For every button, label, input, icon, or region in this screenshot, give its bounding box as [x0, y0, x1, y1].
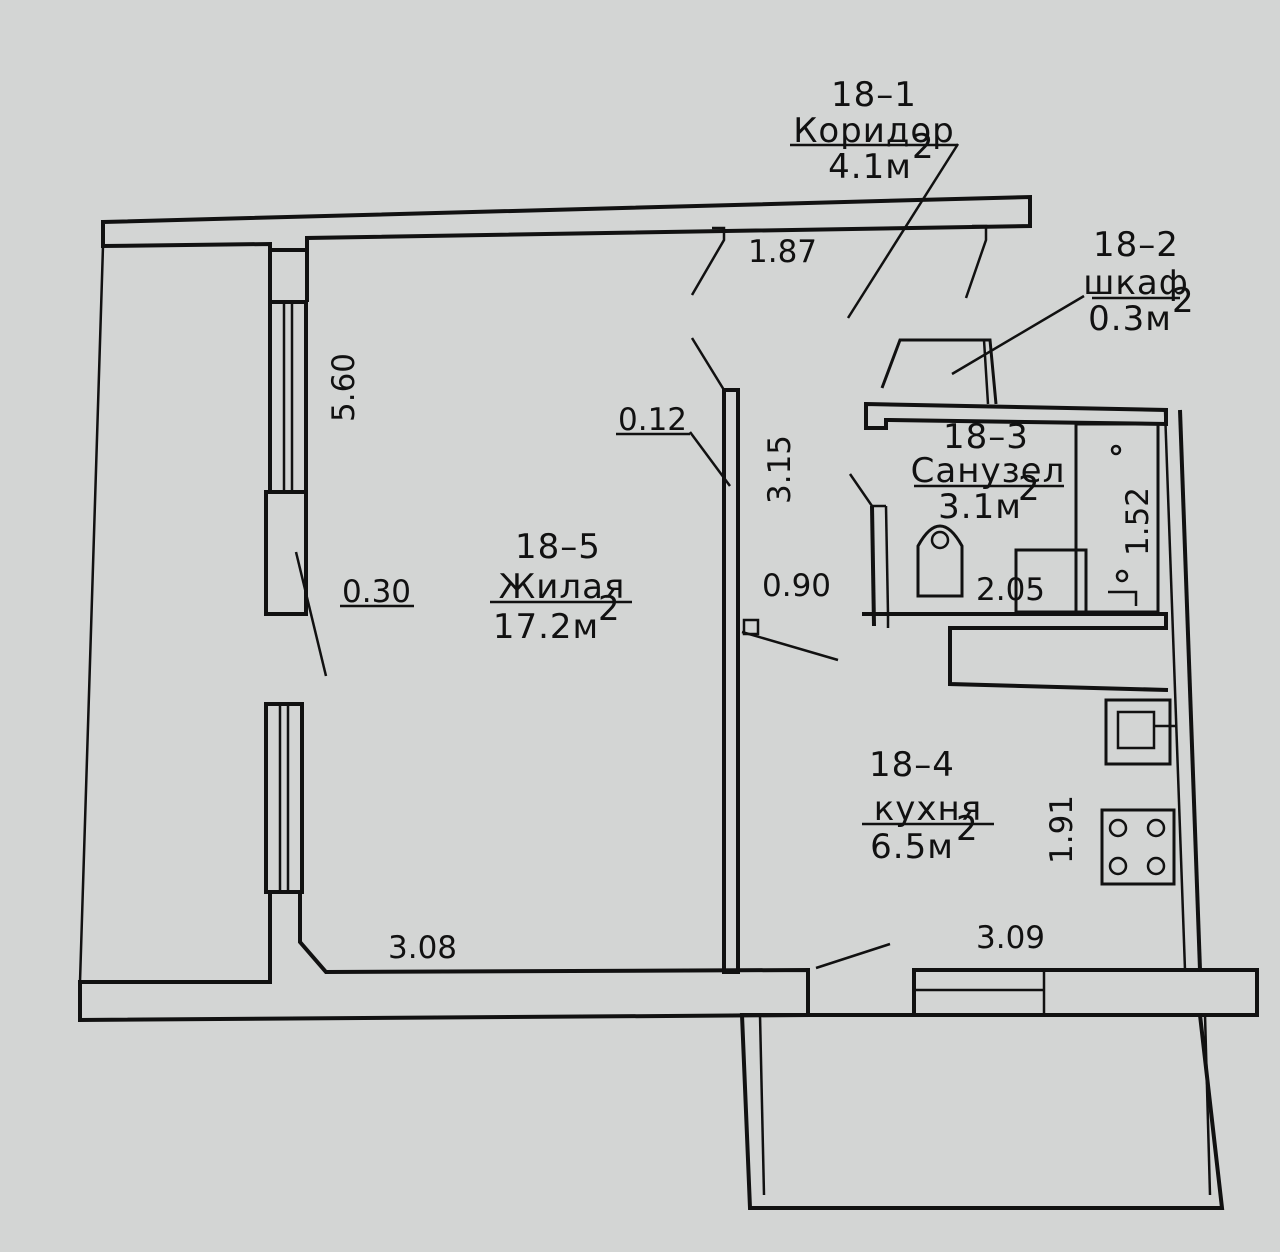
bathroom-area-sup: 2: [1018, 469, 1041, 509]
living-name: Жилая: [499, 567, 626, 607]
label-bathroom: 18–3 Санузел 3.1м 2: [911, 417, 1066, 527]
label-closet: 18–2 шкаф 0.3м 2: [1083, 225, 1195, 339]
kitchen-id: 18–4: [869, 745, 955, 785]
balcony: [739, 1013, 1225, 1210]
door-jamb: [742, 618, 760, 636]
closet: [880, 338, 998, 405]
label-kitchen: 18–4 кухня 6.5м 2: [869, 745, 982, 867]
kitchen-door-swing: [815, 942, 891, 970]
bathroom-left-wall-inner: [884, 505, 890, 615]
door-swing-lower: [741, 630, 839, 662]
door-swing-left: [294, 551, 328, 677]
door-swing-upper: [690, 337, 726, 391]
dim-5-60: 5.60: [326, 353, 362, 422]
bathroom-area: 3.1м: [938, 487, 1022, 527]
closet-area: 0.3м: [1088, 299, 1172, 339]
burner-2: [1146, 818, 1166, 838]
dim-3-08: 3.08: [388, 930, 457, 966]
top-wall: [101, 194, 1032, 252]
dim-0-12: 0.12: [618, 402, 687, 438]
dim-0-90: 0.90: [762, 568, 831, 604]
corridor-id: 18–1: [831, 75, 917, 115]
bathtub-faucet: [1115, 569, 1129, 583]
window-upper: [268, 300, 308, 494]
bathtub-drain: [1110, 444, 1122, 456]
bathroom-door-swing: [848, 473, 886, 508]
dim-0-30: 0.30: [342, 574, 411, 610]
closet-right-line: [982, 339, 990, 405]
bathroom: [848, 401, 1169, 692]
window-lower: [264, 702, 304, 894]
bathroom-name: Санузел: [911, 451, 1066, 491]
closet-name: шкаф: [1083, 263, 1189, 303]
bottom-right-wall: [912, 968, 1259, 1017]
burner-3: [1108, 856, 1128, 876]
burner-4: [1146, 856, 1166, 876]
balcony-inner-line: [758, 1014, 766, 1196]
entrance-left-jamb: [690, 226, 726, 296]
leader-0-12: [688, 431, 732, 487]
kitchen-name: кухня: [874, 789, 982, 829]
living-area: 17.2м: [493, 607, 599, 647]
label-corridor: 18–1 Коридор 4.1м 2: [793, 75, 955, 187]
dim-2-05: 2.05: [976, 572, 1045, 608]
right-wall-outer: [1178, 409, 1202, 971]
bathroom-left-wall: [870, 505, 876, 627]
entrance-right-jamb: [964, 224, 988, 299]
leader-closet: [951, 294, 1085, 376]
bathroom-top-wall: [864, 401, 1168, 430]
dim-1-87: 1.87: [748, 234, 817, 270]
partition-mid: [264, 490, 308, 616]
toilet-seat: [930, 530, 950, 550]
kitchen-sink-basin: [1116, 710, 1156, 750]
toilet: [916, 524, 964, 598]
bathtub: [1074, 422, 1160, 614]
balcony-inner-right: [1203, 1014, 1212, 1196]
dim-3-09: 3.09: [976, 920, 1045, 956]
corridor-area-sup: 2: [912, 127, 935, 167]
left-outer-line: [78, 245, 105, 983]
dim-1-91: 1.91: [1044, 795, 1080, 864]
kitchen-area: 6.5м: [870, 827, 954, 867]
left-partition: [264, 250, 328, 894]
closet-id: 18–2: [1093, 225, 1179, 265]
label-living: 18–5 Жилая 17.2м 2: [493, 527, 626, 647]
bathroom-id: 18–3: [943, 417, 1029, 457]
living-area-sup: 2: [598, 589, 621, 629]
central-wall: [722, 388, 740, 974]
bottom-wall: [78, 890, 810, 1023]
stove: [1100, 808, 1176, 886]
corridor-name: Коридор: [793, 111, 955, 151]
exterior-walls: [78, 194, 1259, 1023]
bathroom-bottom-wall: [862, 612, 1169, 692]
kitchen-area-sup: 2: [956, 809, 979, 849]
burner-1: [1108, 818, 1128, 838]
central-partition: [690, 224, 988, 974]
closet-outline: [880, 338, 998, 405]
corridor-area: 4.1м: [828, 147, 912, 187]
bathtub-tap: [1108, 590, 1138, 606]
kitchen: [815, 698, 1176, 970]
bathroom-sink: [1014, 548, 1088, 614]
right-wall-inner: [1163, 409, 1187, 971]
living-id: 18–5: [515, 527, 601, 567]
closet-area-sup: 2: [1172, 281, 1195, 321]
leader-corridor: [846, 143, 960, 319]
dim-3-15: 3.15: [762, 435, 798, 504]
dim-1-52: 1.52: [1120, 487, 1156, 556]
kitchen-sink: [1104, 698, 1172, 766]
